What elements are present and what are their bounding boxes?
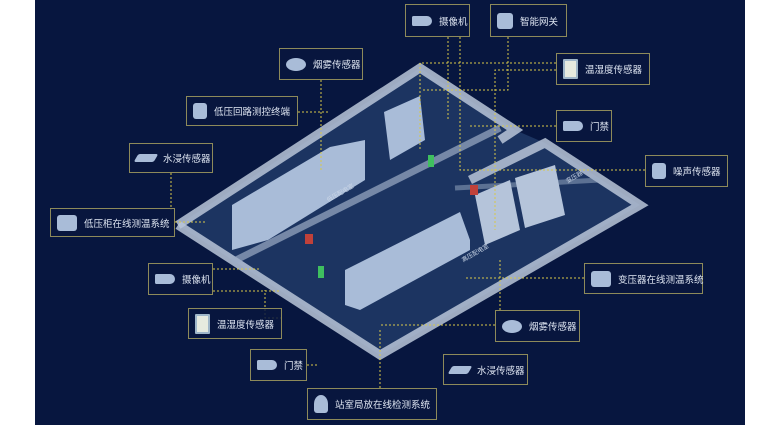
- lv-cabinet-row: [232, 140, 365, 250]
- dome-camera-icon: [314, 395, 328, 413]
- door-access-icon: [563, 121, 583, 131]
- inner-wall: [230, 124, 502, 266]
- door-red: [305, 234, 313, 244]
- door-green-2: [318, 266, 324, 278]
- label-lv-temp-system[interactable]: 低压柜在线测温系统: [50, 208, 175, 237]
- thermo-hygrometer-icon: [195, 313, 210, 334]
- label-door-access-right[interactable]: 门禁: [556, 110, 612, 142]
- outer-wall-2: [175, 137, 649, 361]
- noise-sensor-icon: [652, 163, 666, 179]
- connector-lines: [170, 37, 645, 388]
- label-camera-left[interactable]: 摄像机: [148, 263, 213, 295]
- label-water-sensor-bottom[interactable]: 水浸传感器: [443, 354, 528, 385]
- transformer-1: [475, 180, 520, 245]
- door-access-icon: [257, 360, 277, 370]
- label-smoke-sensor-bottom[interactable]: 烟雾传感器: [495, 310, 580, 342]
- smoke-sensor-icon: [502, 319, 522, 333]
- transformer-2: [515, 165, 565, 228]
- thermo-hygrometer-icon: [563, 59, 578, 79]
- gateway-icon: [497, 12, 513, 29]
- water-sensor-icon: [133, 154, 159, 162]
- smoke-sensor-icon: [286, 57, 306, 71]
- door-red-2: [470, 185, 478, 195]
- label-thermo-hygrometer-right[interactable]: 温湿度传感器: [556, 53, 650, 85]
- terminal-icon: [193, 103, 207, 119]
- temp-module-icon: [591, 270, 611, 287]
- label-gateway[interactable]: 智能网关: [490, 4, 567, 37]
- temp-module-icon: [57, 214, 77, 231]
- camera-icon: [155, 274, 175, 284]
- floor: [178, 68, 640, 355]
- label-water-sensor-left[interactable]: 水浸传感器: [129, 143, 213, 173]
- label-partial-discharge-system[interactable]: 站室局放在线检测系统: [307, 388, 437, 420]
- label-thermo-hygrometer-left[interactable]: 温湿度传感器: [188, 308, 282, 339]
- label-transformer-temp-system[interactable]: 变压器在线测温系统: [584, 263, 704, 294]
- label-smoke-sensor-top[interactable]: 烟雾传感器: [279, 48, 363, 80]
- label-lv-terminal[interactable]: 低压回路测控终端: [186, 96, 298, 126]
- label-noise-sensor[interactable]: 噪声传感器: [645, 155, 728, 187]
- door-green-1: [428, 155, 434, 167]
- water-sensor-icon: [447, 365, 473, 374]
- camera-icon: [412, 15, 432, 26]
- label-camera-top[interactable]: 摄像机: [405, 4, 470, 37]
- hv-cabinet-row: [345, 212, 470, 310]
- label-door-access-left[interactable]: 门禁: [250, 349, 307, 381]
- lv-cabinet-right: [384, 96, 425, 160]
- outer-wall: [175, 62, 524, 229]
